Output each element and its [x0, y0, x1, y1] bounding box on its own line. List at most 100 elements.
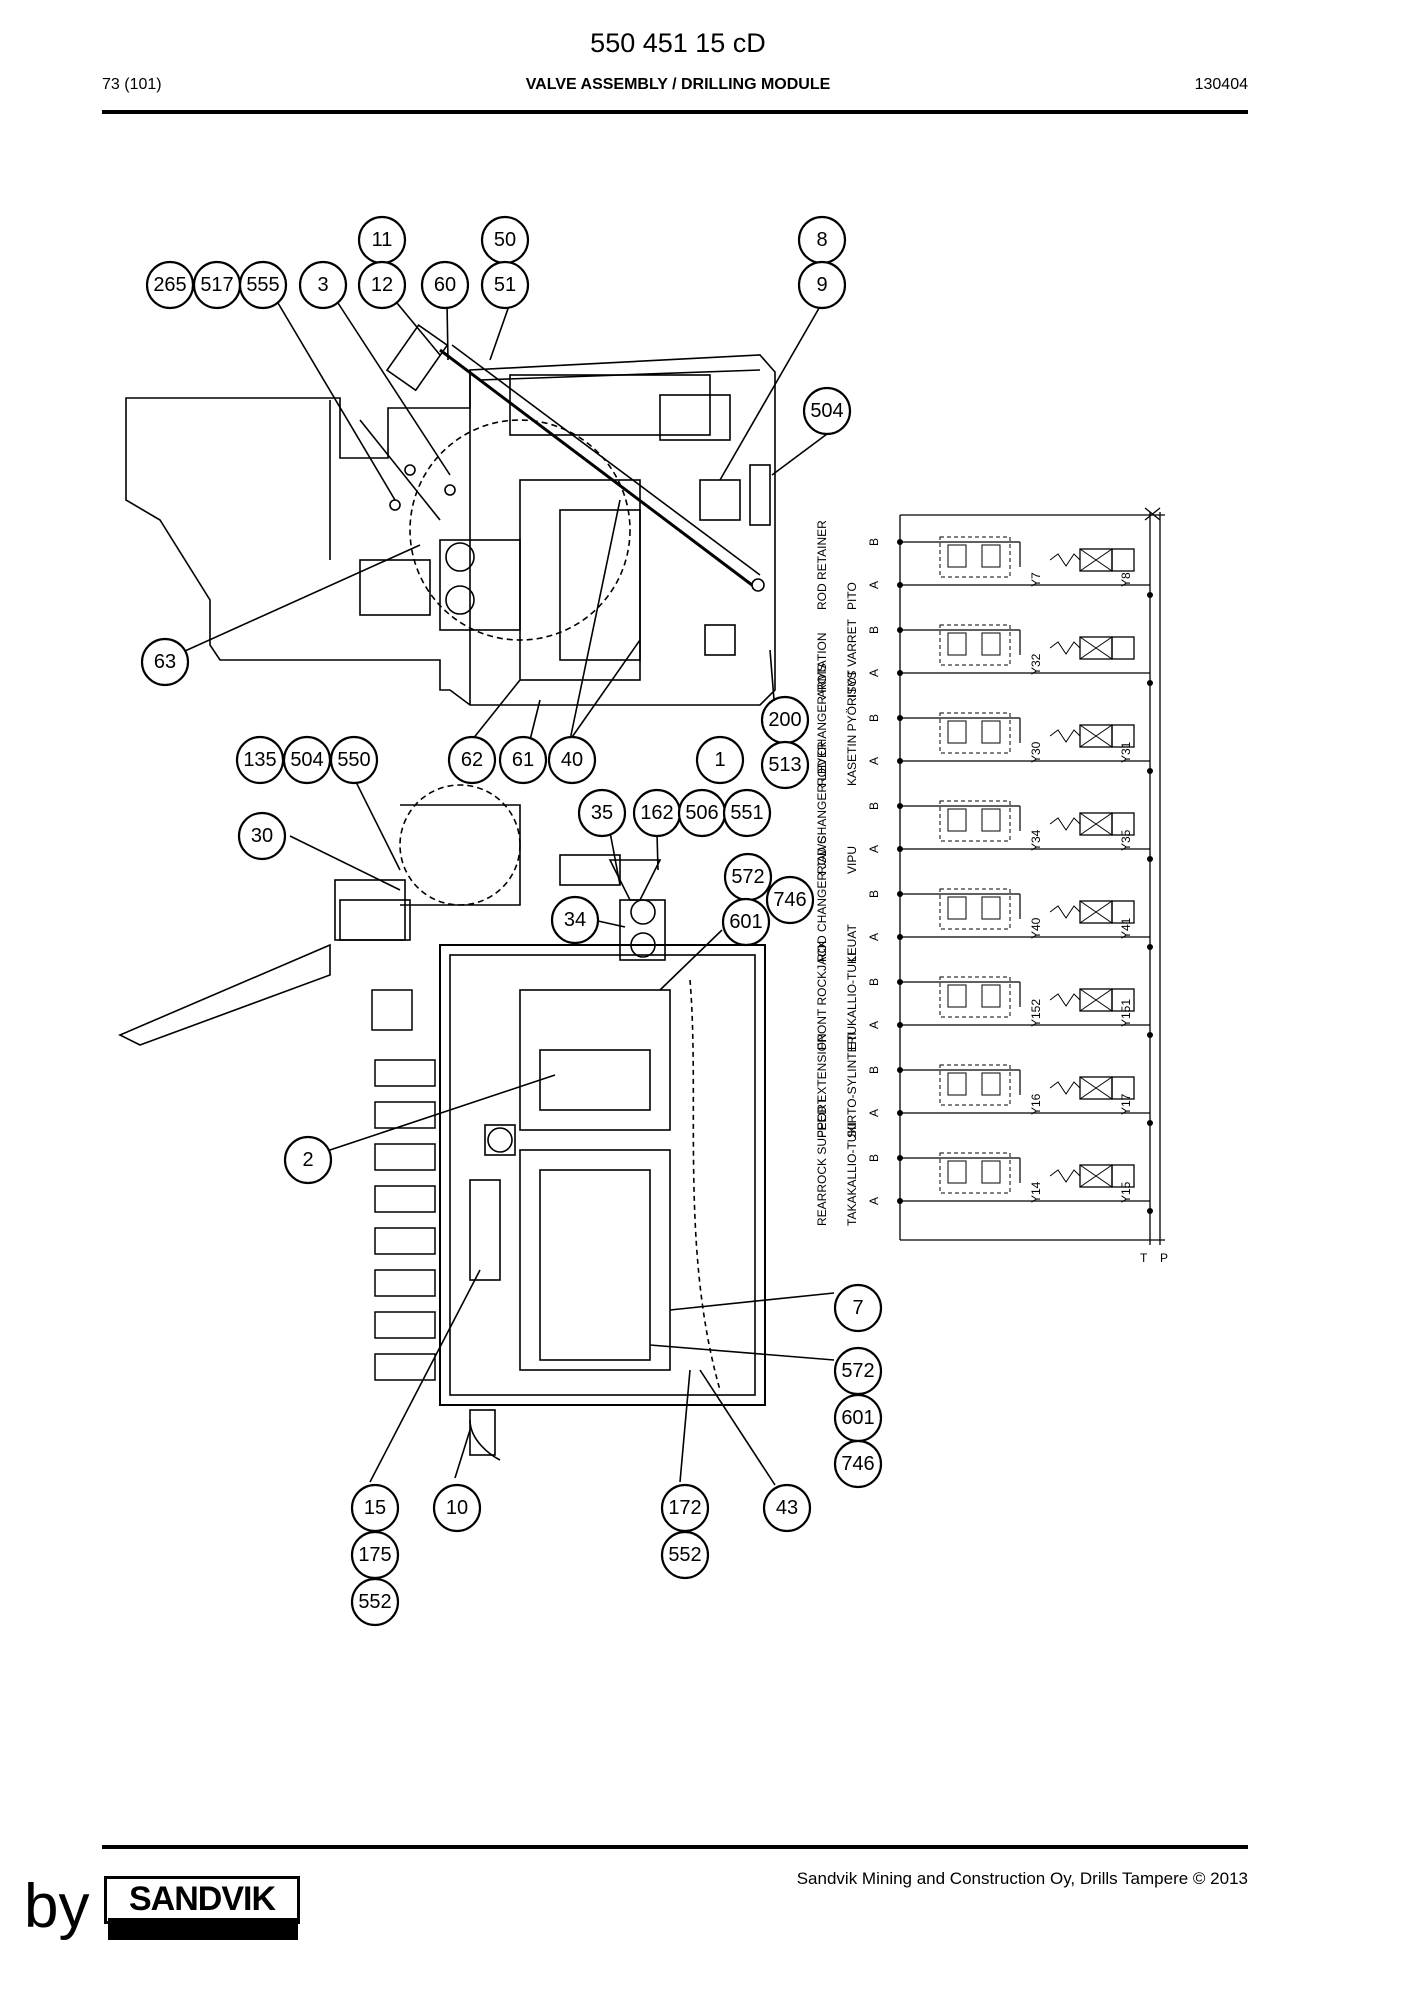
relief-valve-box: [939, 712, 1011, 754]
port-a-label: A: [867, 669, 881, 677]
function-sub-label: KASETIN PYÖRITYS: [845, 671, 859, 786]
valve-spool: [1111, 548, 1135, 572]
svg-text:34: 34: [564, 909, 586, 931]
port-b-label: B: [867, 538, 881, 546]
callout-balloon: 15: [350, 1483, 400, 1533]
function-sub-label: LEUAT: [845, 924, 859, 962]
relief-valve-box: [939, 976, 1011, 1018]
callout-balloon: 10: [432, 1483, 482, 1533]
callout-balloon: 517: [192, 260, 242, 310]
function-label: ROD CHANGER ROTATION: [815, 632, 829, 786]
valve-label: Y14: [1029, 1181, 1043, 1203]
supply-dot: [1147, 592, 1153, 598]
svg-text:1: 1: [714, 749, 725, 771]
function-sub-label: PITO: [845, 582, 859, 610]
callout-balloon: 506: [677, 788, 727, 838]
port-b-dot: [897, 979, 903, 985]
svg-text:572: 572: [731, 866, 764, 888]
watermark-text: by: [24, 1872, 90, 1941]
valve-spool: [1111, 1164, 1135, 1188]
svg-text:746: 746: [841, 1453, 874, 1475]
valve-label: Y16: [1029, 1093, 1043, 1115]
valve-spool: [1111, 636, 1135, 660]
supply-dot: [1147, 944, 1153, 950]
callout-balloon: 11: [357, 215, 407, 265]
function-label: FRONT ROCKJACK: [815, 940, 829, 1050]
spring-symbol: [1049, 641, 1081, 655]
lower-valve-assembly: [118, 784, 766, 1461]
relief-valve-box: [939, 888, 1011, 930]
port-b-dot: [897, 803, 903, 809]
callout-balloon: 175: [350, 1530, 400, 1580]
header-rule: [102, 110, 1248, 114]
valve-label: Y17: [1119, 1093, 1133, 1115]
svg-text:63: 63: [154, 651, 176, 673]
spring-symbol: [1049, 1081, 1081, 1095]
svg-text:8: 8: [816, 229, 827, 251]
port-a-label: A: [867, 1109, 881, 1117]
spring-symbol: [1049, 817, 1081, 831]
supply-dot: [1147, 768, 1153, 774]
svg-text:61: 61: [512, 749, 534, 771]
svg-text:550: 550: [337, 749, 370, 771]
svg-text:746: 746: [773, 889, 806, 911]
svg-text:40: 40: [561, 749, 583, 771]
port-a-dot: [897, 846, 903, 852]
relief-valve-box: [939, 536, 1011, 578]
callout-balloon: 40: [547, 735, 597, 785]
port-a-label: A: [867, 1197, 881, 1205]
callout-balloon: 265: [145, 260, 195, 310]
svg-text:7: 7: [852, 1297, 863, 1319]
callout-balloons: 11 50 8 265 517 555 3 12 60 51 9 504 63 …: [140, 215, 883, 1627]
callout-balloon: 601: [721, 897, 771, 947]
svg-text:60: 60: [434, 274, 456, 296]
callout-balloon: 746: [765, 875, 815, 925]
svg-text:552: 552: [358, 1591, 391, 1613]
relief-valve-box: [939, 800, 1011, 842]
svg-text:551: 551: [730, 802, 763, 824]
document-number: 550 451 15 cD: [590, 28, 766, 58]
svg-text:51: 51: [494, 274, 516, 296]
port-b-dot: [897, 715, 903, 721]
function-label: ROD CHANGER LEVER: [815, 741, 829, 874]
svg-text:10: 10: [446, 1497, 468, 1519]
callout-balloon: 552: [350, 1577, 400, 1627]
port-a-label: A: [867, 933, 881, 941]
callout-balloon: 12: [357, 260, 407, 310]
callout-balloon: 2: [283, 1135, 333, 1185]
port-b-label: B: [867, 1154, 881, 1162]
port-b-dot: [897, 627, 903, 633]
svg-text:62: 62: [461, 749, 483, 771]
callout-balloon: 746: [833, 1439, 883, 1489]
function-sub-label: ISOT VARRET: [845, 618, 859, 698]
spring-symbol: [1049, 905, 1081, 919]
function-label: ROD CHANGER JAWS: [815, 836, 829, 962]
svg-text:175: 175: [358, 1544, 391, 1566]
port-b-label: B: [867, 626, 881, 634]
callout-balloon: 601: [833, 1393, 883, 1443]
tank-port-label: T: [1140, 1251, 1148, 1265]
svg-text:200: 200: [768, 709, 801, 731]
spring-symbol: [1049, 993, 1081, 1007]
port-a-dot: [897, 758, 903, 764]
valve-label: Y7: [1029, 572, 1043, 587]
svg-text:11: 11: [372, 229, 393, 251]
svg-text:601: 601: [841, 1407, 874, 1429]
svg-text:162: 162: [640, 802, 673, 824]
callout-balloon: 504: [802, 386, 852, 436]
port-a-label: A: [867, 581, 881, 589]
callout-balloon: 63: [140, 637, 190, 687]
port-b-label: B: [867, 890, 881, 898]
callout-balloon: 51: [480, 260, 530, 310]
supply-dot: [1147, 680, 1153, 686]
svg-text:572: 572: [841, 1360, 874, 1382]
callout-balloon: 513: [760, 740, 810, 790]
port-a-dot: [897, 1022, 903, 1028]
date-code: 130404: [1194, 76, 1248, 93]
supply-dot: [1147, 1032, 1153, 1038]
valve-label: Y31: [1119, 741, 1133, 763]
callout-balloon: 61: [498, 735, 548, 785]
